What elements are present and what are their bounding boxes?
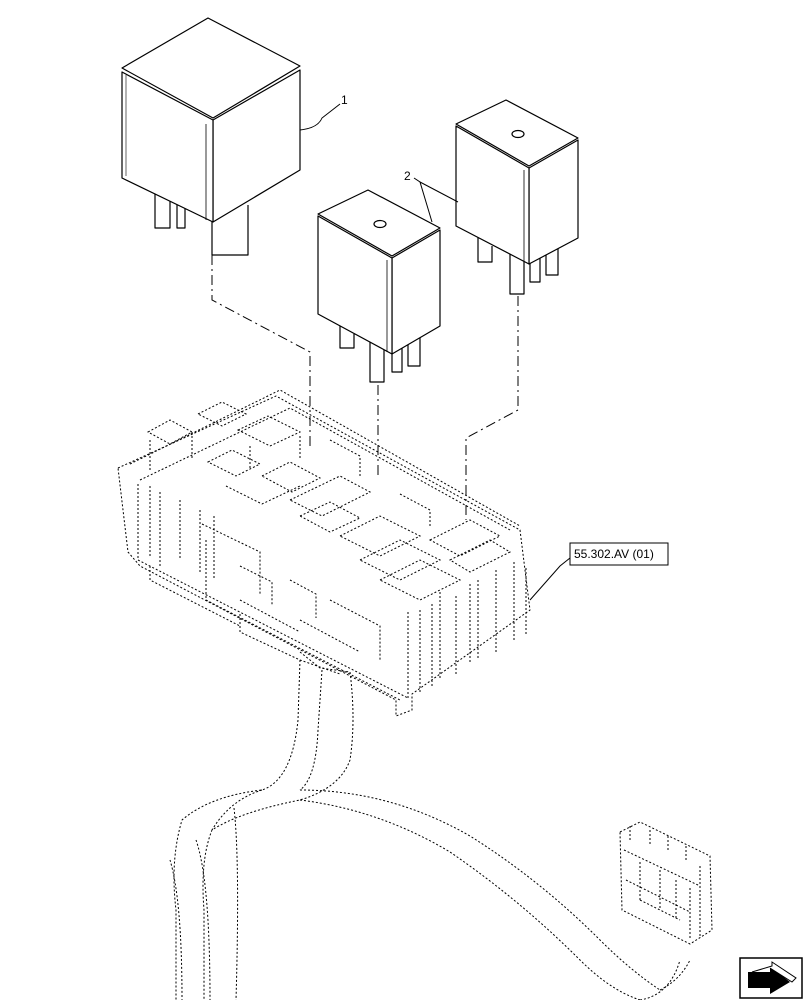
fuse-relay-box (117, 389, 531, 717)
next-page-arrow-icon[interactable] (739, 957, 803, 999)
callout-1-label: 1 (341, 93, 348, 107)
relay-2b (455, 99, 579, 295)
alignment-lines (211, 255, 519, 520)
relay-2a (317, 189, 441, 383)
callout-2-label: 2 (404, 169, 411, 183)
relay-1 (121, 17, 301, 256)
callout-2: 2 (404, 169, 459, 223)
wire-harness (169, 659, 691, 1000)
reference-callout[interactable]: 55.302.AV (01) (529, 542, 669, 601)
callout-1: 1 (299, 93, 348, 131)
harness-connector (619, 821, 713, 945)
reference-label: 55.302.AV (01) (574, 547, 654, 561)
reference-box (569, 542, 669, 566)
